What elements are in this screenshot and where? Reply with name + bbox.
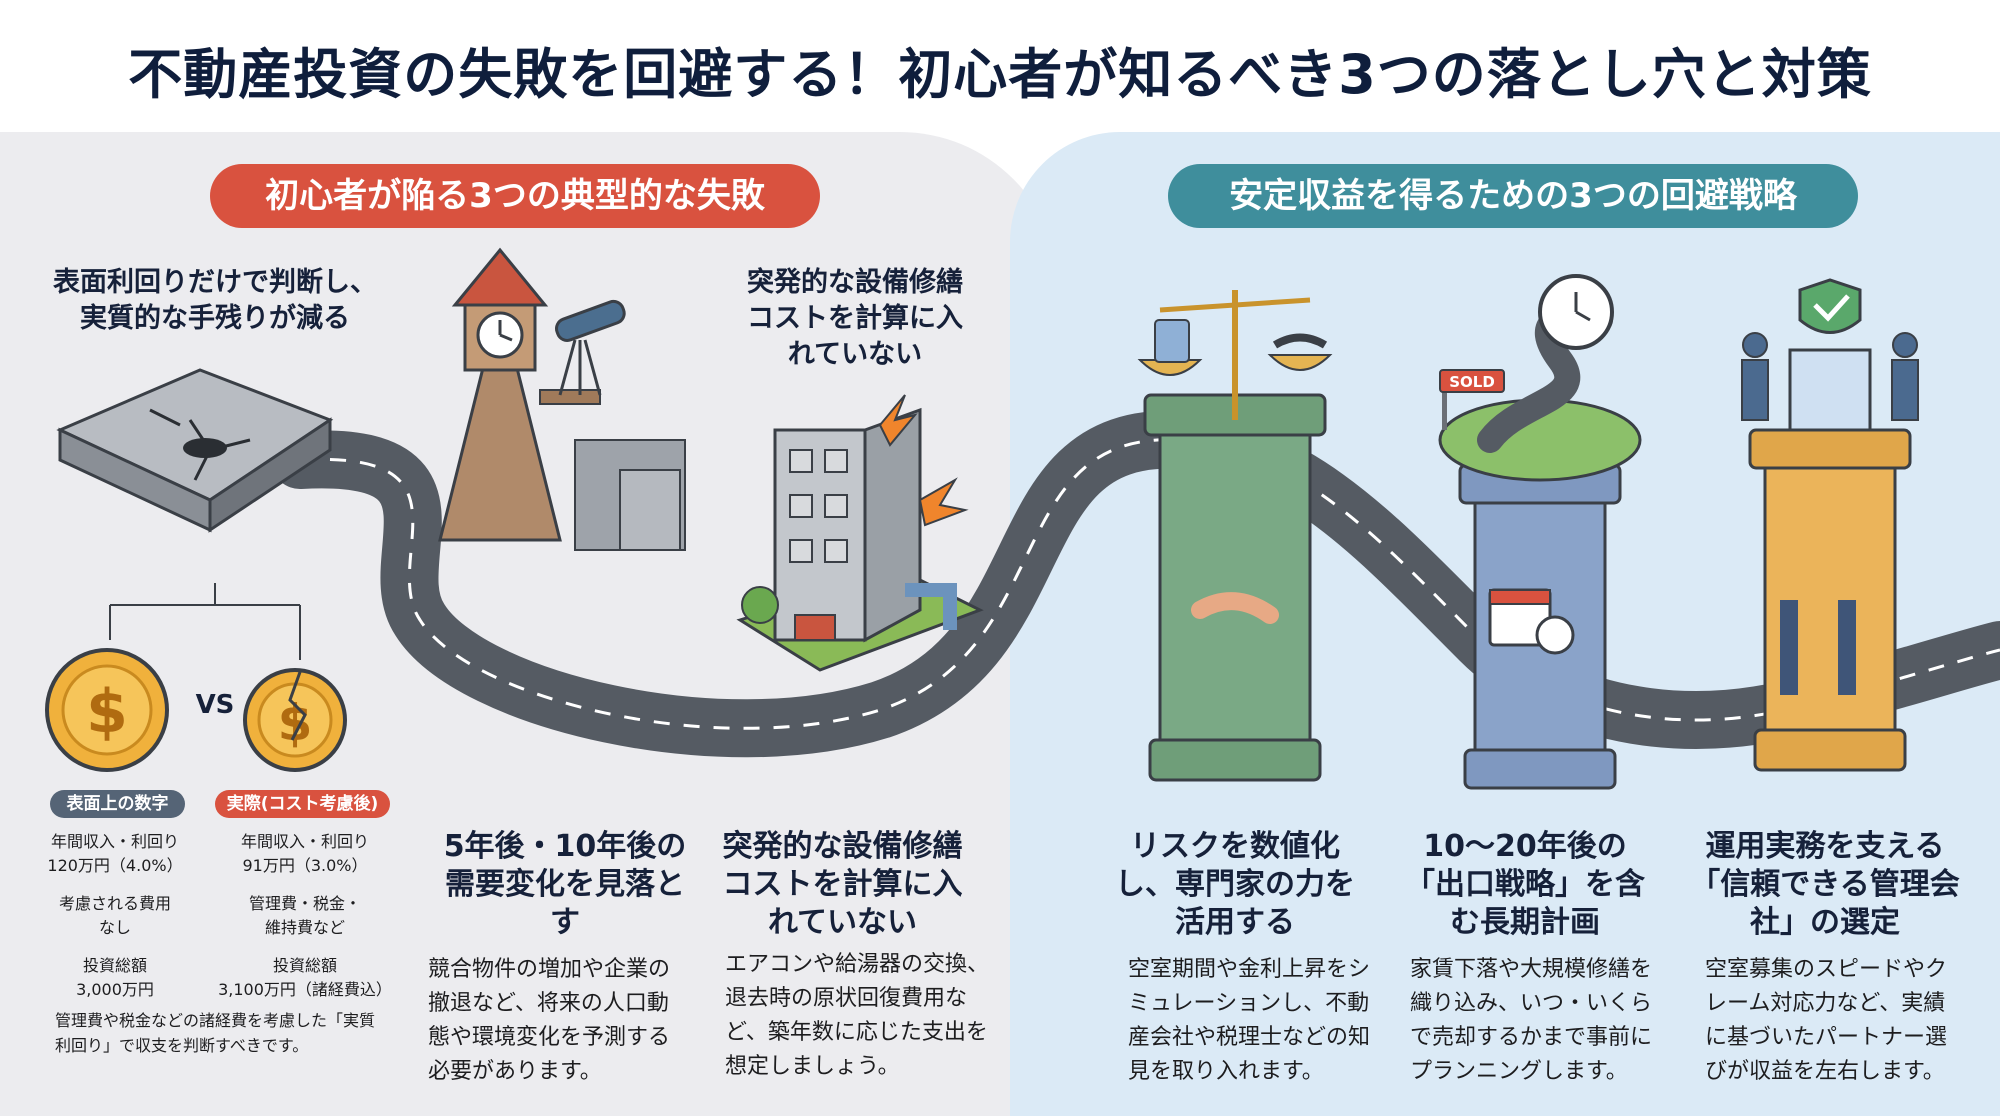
- actual-total-value: 3,100万円（諸経費込）: [218, 980, 392, 999]
- surface-income-value: 120万円（4.0%）: [47, 856, 183, 875]
- sold-sign-label: SOLD: [1449, 373, 1495, 391]
- vs-label: VS: [195, 690, 235, 720]
- strat1-body: 空室期間や金利上昇をシミュレーションし、不動産会社や税理士などの知見を取り入れま…: [1128, 957, 1371, 1084]
- surface-income-label: 年間収入・利回り: [50, 832, 179, 851]
- fail3-title: 突発的な設備修繕コストを計算に入れていない: [722, 829, 963, 940]
- surface-tag: 表面上の数字: [50, 790, 185, 818]
- yield-note: 管理費や税金などの諸経費を考慮した「実質利回り」で収支を判断すべきです。: [55, 1011, 376, 1055]
- damaged-building-icon: [736, 394, 984, 672]
- callout-repair-cost: 突発的な設備修繕コストを計算に入れていない: [747, 267, 963, 370]
- actual-total-label: 投資総額: [272, 956, 337, 975]
- fail3-body: エアコンや給湯器の交換、退去時の原状回復費用など、築年数に応じた支出を想定しまし…: [725, 952, 990, 1079]
- actual-income-value: 91万円（3.0%）: [242, 856, 368, 875]
- fail2-body: 競合物件の増加や企業の撤退など、将来の人口動態や環境変化を予測する必要があります…: [428, 957, 671, 1084]
- svg-text:$: $: [278, 694, 313, 752]
- svg-text:$: $: [86, 677, 128, 747]
- crumbling-tower-icon: [438, 247, 686, 551]
- strat2-body: 家賃下落や大規模修繕を織り込み、いつ・いくらで売却するかまで事前にプランニングし…: [1410, 957, 1653, 1084]
- pillar-risk-icon: [1137, 290, 1333, 782]
- surface-total-value: 3,000万円: [76, 980, 154, 999]
- surface-cost-label: 考慮される費用: [58, 894, 171, 913]
- coin-surface-icon: $: [45, 648, 169, 772]
- strategies-heading: 安定収益を得るための3つの回避戦略: [1168, 164, 1858, 228]
- actual-cost-label: 管理費・税金・: [248, 894, 361, 913]
- strat3-body: 空室募集のスピードやクレーム対応力など、実績に基づいたパートナー選びが収益を左右…: [1705, 957, 1948, 1084]
- surface-cost-value: なし: [98, 918, 131, 937]
- fail2-title: 5年後・10年後の需要変化を見落とす: [443, 829, 687, 940]
- pillar-exit-icon: SOLD: [1438, 274, 1642, 790]
- callout-surface-yield: 表面利回りだけで判断し、実質的な手残りが減る: [53, 267, 377, 334]
- pillar-manager-icon: [1741, 278, 1919, 772]
- page-title: 不動産投資の失敗を回避する！初心者が知るべき3つの落とし穴と対策: [128, 43, 1872, 106]
- actual-income-label: 年間収入・利回り: [240, 832, 369, 851]
- actual-cost-value: 維持費など: [264, 918, 345, 937]
- winding-road: [271, 410, 2000, 758]
- actual-tag: 実際(コスト考慮後): [215, 790, 390, 818]
- failures-heading: 初心者が陥る3つの典型的な失敗: [210, 164, 820, 228]
- surface-total-label: 投資総額: [82, 956, 147, 975]
- strat1-title: リスクを数値化し、専門家の力を活用する: [1115, 829, 1355, 940]
- coin-broken-icon: $: [243, 668, 347, 772]
- strat3-title: 運用実務を支える「信頼できる管理会社」の選定: [1690, 829, 1960, 940]
- cracked-ground-icon: [56, 368, 334, 533]
- strat2-title: 10〜20年後の「出口戦略」を含む長期計画: [1405, 829, 1645, 940]
- connector-lines: [109, 583, 301, 660]
